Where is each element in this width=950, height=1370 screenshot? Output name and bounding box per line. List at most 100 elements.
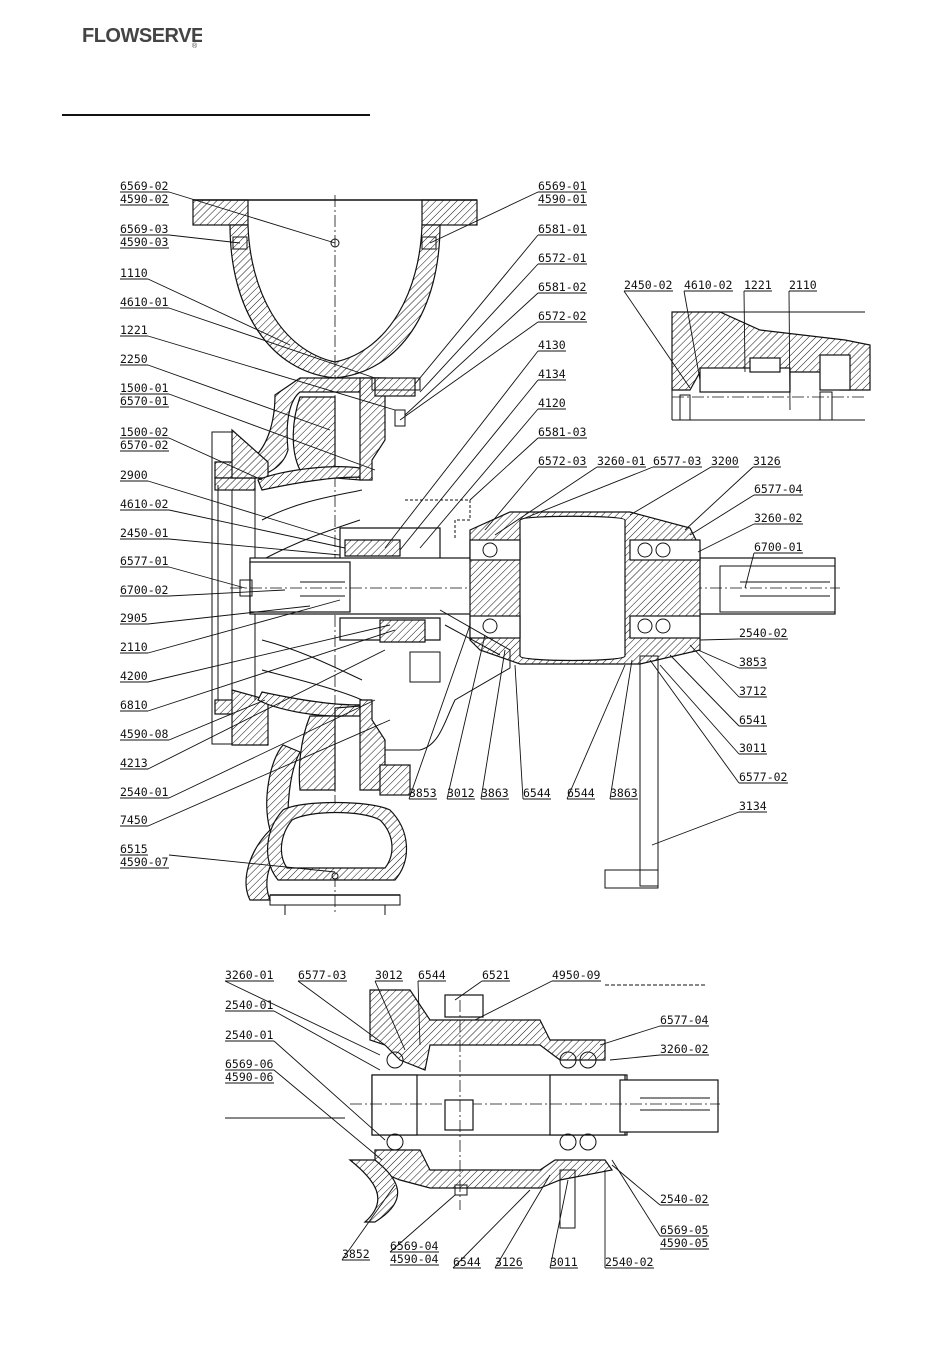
detail-label-2-text-0: 1221 — [744, 278, 772, 292]
left-label-8-text-0: 2900 — [120, 468, 148, 482]
left-label-21-text-0: 6515 — [120, 842, 148, 856]
left-label-19: 2540-01 — [120, 699, 376, 799]
bearing-bottom-label-1-text-1: 4590-04 — [390, 1252, 439, 1266]
right-label-7-leader — [419, 408, 539, 549]
right-lower-label-0: 2540-02 — [699, 626, 788, 641]
bearing-bottom-label-5-text-0: 2540-02 — [605, 1255, 653, 1269]
top-row-label-3: 3200 — [629, 454, 739, 516]
right-label-8: 6581-03 — [469, 425, 587, 501]
right-col-label-0-text-0: 6577-04 — [754, 482, 803, 496]
right-label-0-text-1: 4590-01 — [538, 192, 587, 206]
detail-label-3-text-0: 2110 — [789, 278, 817, 292]
left-label-0-leader — [168, 191, 336, 244]
left-label-4: 1221 — [120, 323, 396, 411]
bearing-right-label-1: 3260-02 — [609, 1042, 709, 1061]
right-lower-label-6: 3134 — [651, 799, 767, 846]
bearing-right-label-0-leader — [599, 1025, 661, 1046]
left-label-6-text-0: 1500-01 — [120, 381, 169, 395]
left-label-7-text-1: 6570-02 — [120, 438, 168, 452]
right-lower-label-0-text-0: 2540-02 — [739, 626, 787, 640]
left-label-2-leader — [147, 278, 291, 346]
left-label-2: 1110 — [120, 266, 291, 346]
left-label-0-text-1: 4590-02 — [120, 192, 168, 206]
bottom-row-label-3-text-0: 6544 — [523, 786, 551, 800]
bearing-top-label-4: 6521 — [454, 968, 510, 1001]
left-label-12-leader — [168, 589, 286, 597]
bearing-top-label-3-text-0: 6544 — [418, 968, 446, 982]
bearing-top-label-0-text-0: 3260-01 — [225, 968, 274, 982]
left-label-20-leader — [147, 719, 391, 827]
bearing-right-label-2-text-0: 2540-02 — [660, 1192, 708, 1206]
bearing-left-label-0-leader — [273, 1010, 381, 1071]
left-label-9-text-0: 4610-02 — [120, 497, 168, 511]
right-label-4-leader — [399, 321, 539, 421]
bottom-row-label-5: 3863 — [609, 659, 638, 800]
right-lower-label-5: 6577-02 — [649, 659, 788, 784]
top-row-label-0-text-0: 6572-03 — [538, 454, 587, 468]
bottom-row-label-0-leader — [408, 624, 471, 800]
left-label-3-text-0: 4610-01 — [120, 295, 169, 309]
bottom-row-label-2-text-0: 3863 — [481, 786, 509, 800]
bearing-bottom-label-1-text-0: 6569-04 — [390, 1239, 439, 1253]
right-label-1-text-0: 6581-01 — [538, 222, 587, 236]
top-row-label-1-text-0: 3260-01 — [597, 454, 646, 468]
bearing-bottom-label-3: 3126 — [494, 1174, 551, 1269]
right-label-6-leader — [399, 379, 539, 551]
left-label-11-text-0: 6577-01 — [120, 554, 169, 568]
left-label-8-leader — [147, 480, 341, 541]
top-row-label-4: 3126 — [684, 454, 781, 531]
bearing-bottom-label-2: 6544 — [452, 1189, 531, 1269]
bottom-row-label-5-leader — [609, 659, 633, 800]
right-label-5: 4130 — [384, 338, 566, 549]
left-label-6-leader — [168, 393, 376, 471]
bearing-left-label-1-text-0: 2540-01 — [225, 1028, 274, 1042]
bottom-row-label-0-text-0: 3853 — [409, 786, 437, 800]
left-label-7-text-0: 1500-02 — [120, 425, 168, 439]
bearing-left-label-1: 2540-01 — [225, 1028, 386, 1141]
left-label-15-text-0: 4200 — [120, 669, 148, 683]
bearing-top-label-1-leader — [297, 980, 386, 1046]
left-label-15-leader — [147, 624, 391, 683]
bearing-bottom-label-4: 3011 — [549, 1179, 578, 1269]
left-label-5-leader — [147, 364, 331, 431]
bearing-right-label-0-text-0: 6577-04 — [660, 1013, 709, 1027]
bottom-row-label-1-leader — [446, 634, 486, 800]
right-label-1-leader — [414, 234, 539, 385]
right-lower-label-2: 3712 — [689, 644, 767, 698]
bearing-top-label-1-text-0: 6577-03 — [298, 968, 347, 982]
right-lower-label-1-leader — [697, 649, 740, 669]
bearing-right-label-3-text-0: 6569-05 — [660, 1223, 708, 1237]
left-label-6-text-1: 6570-01 — [120, 394, 169, 408]
detail-label-1-leader — [683, 290, 701, 381]
bearing-top-label-5: 4950-09 — [474, 968, 601, 1021]
left-label-3: 4610-01 — [120, 295, 376, 379]
top-row-label-4-text-0: 3126 — [753, 454, 781, 468]
left-label-1-text-0: 6569-03 — [120, 222, 169, 236]
bearing-top-label-0-leader — [224, 980, 381, 1056]
right-label-6: 4134 — [399, 367, 566, 551]
right-lower-label-3: 6541 — [669, 654, 767, 727]
detail-label-1: 4610-02 — [683, 278, 733, 381]
right-col-label-1-leader — [697, 523, 755, 553]
bearing-top-label-2: 3012 — [374, 968, 406, 1051]
right-col-label-2-text-0: 6700-01 — [754, 540, 803, 554]
bearing-right-label-0: 6577-04 — [599, 1013, 709, 1046]
bearing-left-label-2-text-1: 4590-06 — [225, 1070, 274, 1084]
right-label-7: 4120 — [419, 396, 566, 549]
right-col-label-0: 6577-04 — [689, 482, 803, 536]
top-row-label-2: 6577-03 — [519, 454, 702, 521]
left-label-18: 4213 — [120, 649, 386, 770]
registered-mark: ® — [192, 42, 198, 50]
left-label-20-text-0: 7450 — [120, 813, 148, 827]
top-row-label-1-leader — [494, 466, 598, 536]
right-col-label-1-text-0: 3260-02 — [754, 511, 802, 525]
brand-wordmark: FLOWSERVE — [82, 25, 202, 47]
bearing-top-label-4-leader — [454, 980, 483, 1001]
flowserve-logo: FLOWSERVE ® — [82, 20, 204, 50]
right-label-3-text-0: 6581-02 — [538, 280, 586, 294]
top-row-label-3-leader — [629, 466, 712, 516]
left-label-16-leader — [147, 629, 396, 712]
